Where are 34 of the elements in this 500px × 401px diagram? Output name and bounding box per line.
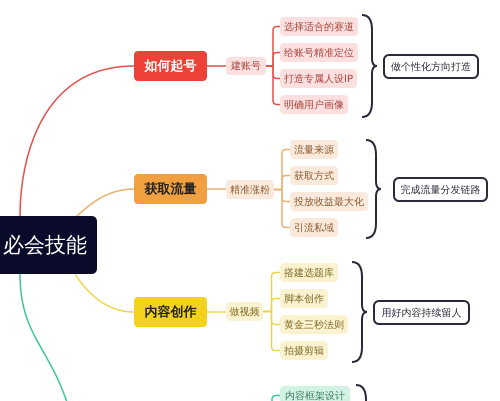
leaf-box: 打造专属人设IP bbox=[280, 69, 357, 88]
connector-line bbox=[263, 310, 280, 352]
connector-line bbox=[274, 188, 290, 228]
summary-box: 用好内容持续留人 bbox=[373, 300, 470, 325]
leaf-box: 脚本创作 bbox=[280, 289, 328, 308]
connector-line bbox=[207, 65, 226, 67]
connector-line bbox=[271, 394, 280, 401]
leaf-box: 流量来源 bbox=[290, 140, 338, 159]
connector-line bbox=[19, 274, 69, 401]
subtopic-box: 建账号 bbox=[226, 57, 266, 75]
leaf-box: 引流私域 bbox=[290, 218, 338, 237]
leaf-box: 黄金三秒法则 bbox=[280, 315, 348, 334]
subtopic-box: 精准涨粉 bbox=[226, 180, 274, 199]
leaf-box: 明确用户画像 bbox=[280, 95, 348, 114]
connector-line bbox=[74, 188, 134, 218]
branch-box: 内容创作 bbox=[134, 297, 207, 327]
branch-box: 如何起号 bbox=[134, 51, 207, 81]
summary-box: 完成流量分发链路 bbox=[393, 177, 488, 202]
leaf-box: 获取方式 bbox=[290, 166, 338, 185]
leaf-box: 搭建选题库 bbox=[280, 263, 338, 282]
connector-line bbox=[19, 65, 134, 216]
leaf-box: 拍摄剪辑 bbox=[280, 341, 328, 360]
leaf-box: 选择适合的赛道 bbox=[280, 17, 358, 36]
leaf-box: 内容框架设计 bbox=[280, 386, 350, 401]
subtopic-box: 做视频 bbox=[226, 302, 263, 321]
leaf-box: 投放收益最大化 bbox=[290, 192, 368, 211]
connector-line bbox=[74, 274, 134, 313]
connector-line bbox=[207, 311, 226, 313]
connector-line bbox=[266, 65, 280, 106]
connector-line bbox=[207, 188, 226, 190]
summary-box: 做个性化方向打造 bbox=[383, 54, 479, 79]
leaf-box: 给账号精准定位 bbox=[280, 43, 358, 62]
topic-box: 必会技能 bbox=[0, 216, 97, 274]
branch-box: 获取流量 bbox=[134, 174, 207, 204]
